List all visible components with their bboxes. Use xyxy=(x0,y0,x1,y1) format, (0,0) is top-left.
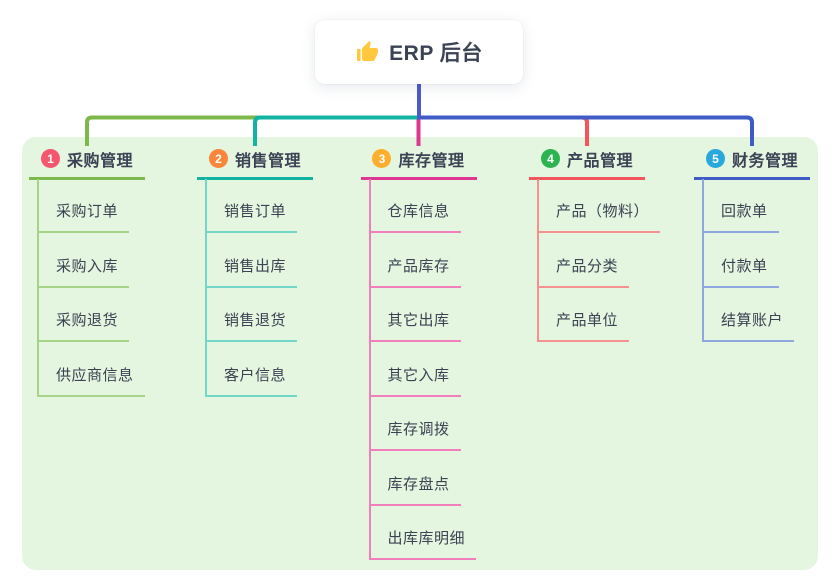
branch-item[interactable]: 产品（物料） xyxy=(537,201,661,233)
branch-header-1[interactable]: 1 采购管理 xyxy=(29,146,145,180)
branch-item[interactable]: 仓库信息 xyxy=(368,201,461,233)
branch-number-badge: 5 xyxy=(705,149,725,168)
branch-children-connector xyxy=(205,179,207,397)
branch-label: 销售管理 xyxy=(234,152,301,170)
branches-panel xyxy=(22,137,818,570)
branch-item[interactable]: 其它出库 xyxy=(368,310,461,342)
branch-number-badge: 4 xyxy=(540,149,560,168)
branch-item[interactable]: 出库库明细 xyxy=(368,528,477,560)
branch-item[interactable]: 采购退货 xyxy=(37,310,130,342)
branch-item[interactable]: 采购订单 xyxy=(37,201,130,233)
branch-item[interactable]: 客户信息 xyxy=(205,365,298,397)
branch-item[interactable]: 供应商信息 xyxy=(37,365,145,397)
branch-label: 采购管理 xyxy=(66,152,133,170)
branch-item[interactable]: 库存调拨 xyxy=(368,419,461,451)
root-node[interactable]: ERP 后台 xyxy=(315,20,523,84)
branch-children-connector xyxy=(702,179,704,342)
branch-header-2[interactable]: 2 销售管理 xyxy=(197,146,313,180)
branch-item[interactable]: 付款单 xyxy=(702,256,779,288)
branch-children-connector xyxy=(537,179,539,342)
branch-label: 财务管理 xyxy=(731,152,798,170)
branch-number-badge: 3 xyxy=(372,149,392,168)
branch-item[interactable]: 销售退货 xyxy=(205,310,298,342)
branch-label: 库存管理 xyxy=(398,152,465,170)
branch-item[interactable]: 产品单位 xyxy=(537,310,630,342)
branch-item[interactable]: 库存盘点 xyxy=(368,474,461,506)
root-label: ERP 后台 xyxy=(389,42,483,65)
branch-header-5[interactable]: 5 财务管理 xyxy=(694,146,810,180)
branch-header-4[interactable]: 4 产品管理 xyxy=(529,146,645,180)
thumbs-up-icon xyxy=(355,40,379,64)
branch-item[interactable]: 销售出库 xyxy=(205,256,298,288)
branch-number-badge: 1 xyxy=(40,149,60,168)
branch-label: 产品管理 xyxy=(566,152,633,170)
branch-item[interactable]: 销售订单 xyxy=(205,201,298,233)
branch-item[interactable]: 采购入库 xyxy=(37,256,130,288)
branch-item[interactable]: 回款单 xyxy=(702,201,779,233)
branch-item[interactable]: 其它入库 xyxy=(368,365,461,397)
branch-children-connector xyxy=(37,179,39,397)
branch-header-3[interactable]: 3 库存管理 xyxy=(360,146,477,180)
branch-item[interactable]: 产品库存 xyxy=(368,256,461,288)
branch-number-badge: 2 xyxy=(208,149,228,168)
branch-item[interactable]: 产品分类 xyxy=(537,256,630,288)
branch-item[interactable]: 结算账户 xyxy=(702,310,795,342)
branch-children-connector xyxy=(368,179,371,560)
